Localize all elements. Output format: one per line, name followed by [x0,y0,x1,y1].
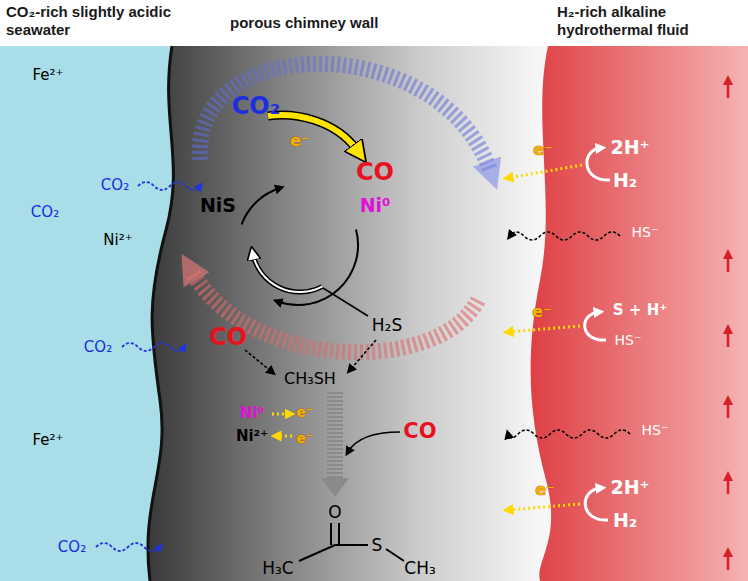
molecule-label: CO₂ [232,94,281,118]
molecule-label: CH₃SH [284,371,336,387]
molecule-label: CO₂ [58,540,86,555]
ion-label: HS⁻ [632,225,659,239]
ion-label: Ni²⁺ [236,429,268,444]
molecule-label: CO₂ [101,178,129,193]
metal-label: Ni⁰ [240,406,264,421]
molecule-label: CO [209,325,247,349]
molecule-label: H₂ [613,511,637,530]
ion-label: HS⁻ [615,333,642,347]
ion-label: Ni²⁺ [103,233,132,248]
ion-label: Fe²⁺ [33,433,64,448]
ion-label: Fe²⁺ [33,68,64,83]
atom-label: O [328,504,341,521]
atom-label: H₃C [262,560,293,577]
electron-label: e⁻ [532,304,551,320]
molecule-label: H₂S [372,317,402,334]
ion-label: HS⁻ [642,423,669,437]
ion-label: 2H⁺ [610,478,649,497]
region-heading: CO₂-rich slightly acidic seawater [6,3,190,39]
atom-label: S [372,537,383,554]
metal-sulfide-label: NiS [200,196,236,215]
product-label: S + H⁺ [613,303,667,318]
molecule-label: CO [403,421,436,442]
region-heading: H₂-rich alkaline hydrothermal fluid [557,3,742,39]
ion-label: 2H⁺ [610,138,649,157]
molecule-label: CO₂ [31,205,59,220]
molecule-label: CO [356,160,394,184]
electron-label: e⁻ [297,431,314,445]
region-band: porous chimney wall [200,0,535,581]
region-heading: porous chimney wall [230,14,535,32]
electron-label: e⁻ [533,142,552,158]
atom-label: CH₃ [404,560,435,577]
electron-label: e⁻ [535,482,554,498]
electron-label: e⁻ [297,405,314,419]
metal-label: Ni⁰ [360,196,391,215]
electron-label: e⁻ [290,133,309,149]
molecule-label: CO₂ [84,340,112,355]
molecule-label: H₂ [613,171,637,190]
region-band: CO₂-rich slightly acidic seawater [0,0,190,581]
